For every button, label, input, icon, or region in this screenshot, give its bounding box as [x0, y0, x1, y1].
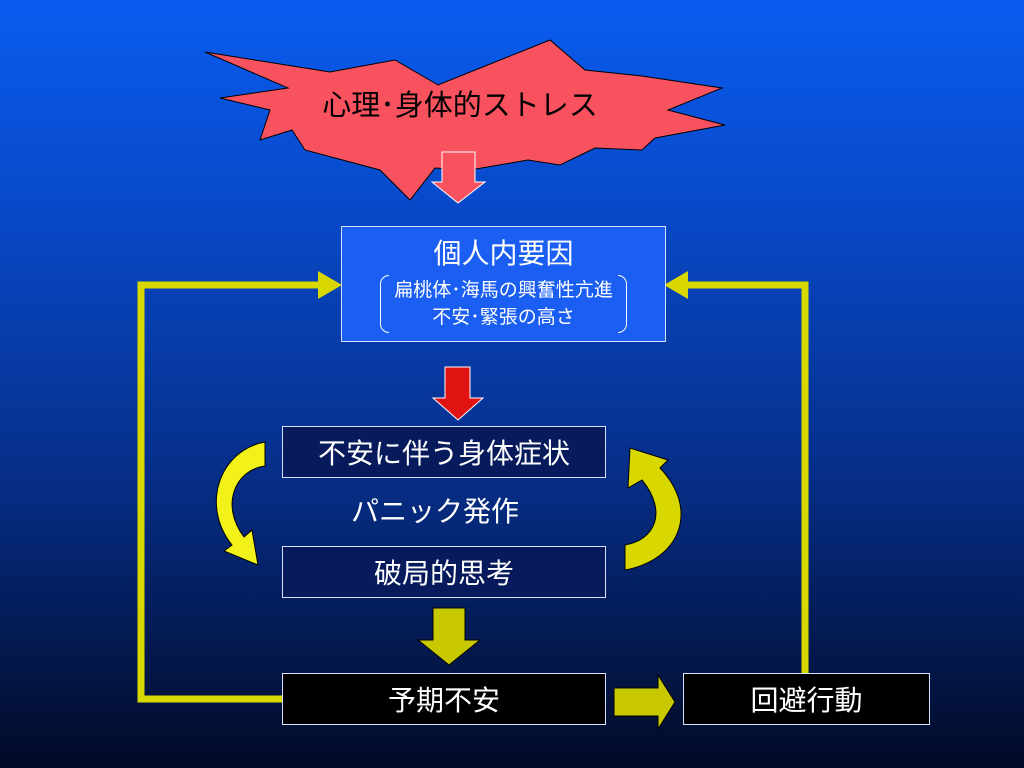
- physical-symptom-label: 不安に伴う身体症状: [317, 437, 570, 470]
- stress-burst-shape: [204, 39, 726, 201]
- avoidance-behavior-label: 回避行動: [750, 684, 863, 717]
- catastrophic-thinking-label: 破局的思考: [373, 557, 514, 590]
- personal-factor-line2: 不安･緊張の高さ: [432, 306, 575, 328]
- anticipatory-anxiety-label: 予期不安: [387, 684, 500, 717]
- left-paren: [380, 275, 390, 333]
- down-arrow-stress: [430, 151, 487, 204]
- anticipatory-anxiety-box: 予期不安: [282, 673, 606, 725]
- right-arrow-anticipatory: [613, 673, 676, 731]
- personal-factor-detail: 扁桃体･海馬の興奮性亢進 不安･緊張の高さ: [380, 275, 627, 333]
- right-feedback-line: [688, 281, 809, 673]
- right-feedback-arrowhead: [664, 271, 688, 299]
- left-feedback-line: [137, 281, 318, 703]
- down-arrow-factor: [431, 366, 485, 421]
- personal-factor-box: 個人内要因 扁桃体･海馬の興奮性亢進 不安･緊張の高さ: [341, 226, 666, 342]
- catastrophic-thinking-box: 破局的思考: [282, 546, 606, 598]
- personal-factor-title: 個人内要因: [433, 237, 574, 270]
- left-feedback-arrowhead: [318, 271, 342, 299]
- left-curved-arrow: [215, 441, 266, 566]
- panic-attack-label: パニック発作: [350, 495, 519, 528]
- right-paren: [617, 275, 627, 333]
- down-arrow-catastrophic: [416, 607, 482, 666]
- personal-factor-line1: 扁桃体･海馬の興奮性亢進: [394, 279, 613, 301]
- physical-symptom-box: 不安に伴う身体症状: [282, 426, 606, 478]
- right-curved-arrow: [624, 447, 682, 571]
- avoidance-behavior-box: 回避行動: [683, 673, 930, 725]
- stress-label: 心理･身体的ストレス: [322, 88, 598, 122]
